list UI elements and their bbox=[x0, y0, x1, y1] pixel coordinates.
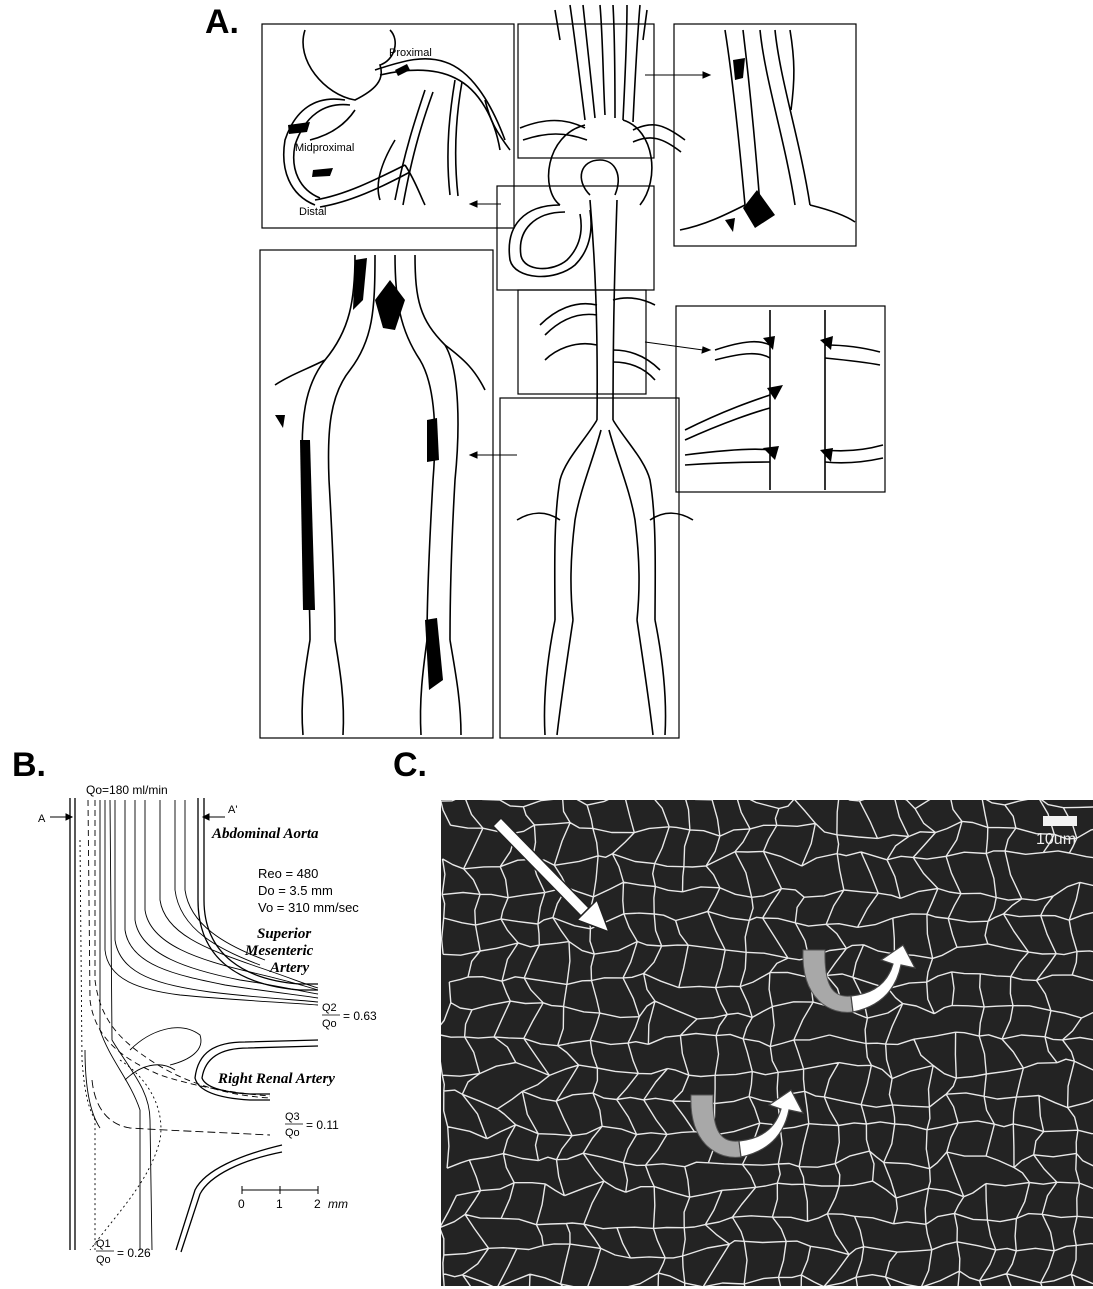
section-label-a-prime: A' bbox=[228, 804, 237, 816]
section-arrows bbox=[50, 814, 225, 820]
scale-bar bbox=[242, 1186, 318, 1194]
heart-label-proximal: Proximal bbox=[389, 47, 432, 59]
ratio-q2-value: = 0.63 bbox=[343, 1009, 377, 1023]
scale-unit: mm bbox=[328, 1197, 348, 1211]
aorta-tree bbox=[509, 5, 693, 735]
renal-arrow bbox=[645, 342, 710, 353]
ratio-q1-numerator: Q1 bbox=[96, 1238, 111, 1250]
carotid-detail bbox=[680, 30, 855, 230]
ratio-q1-value: = 0.26 bbox=[117, 1246, 151, 1260]
scale-tick-1: 1 bbox=[276, 1197, 283, 1211]
ratio-q2-denominator: Qo bbox=[322, 1018, 337, 1030]
ratio-q3-value: = 0.11 bbox=[306, 1118, 339, 1132]
scale-tick-0: 0 bbox=[238, 1197, 245, 1211]
coronary-arrow bbox=[470, 201, 501, 207]
arch-box bbox=[518, 24, 654, 158]
heart-label-midproximal: Midproximal bbox=[295, 142, 354, 154]
ratio-q1-denominator: Qo bbox=[96, 1254, 111, 1266]
visceral-box bbox=[518, 290, 646, 394]
upper-recirculation-arrow bbox=[803, 945, 915, 1012]
carotid-arrow bbox=[645, 72, 710, 78]
ratio-q3-denominator: Qo bbox=[285, 1127, 300, 1139]
renal-artery-label: Right Renal Artery bbox=[217, 1071, 335, 1087]
endothelium-micrograph: 10um bbox=[441, 800, 1093, 1286]
root-box bbox=[497, 186, 654, 290]
diameter-label: Do = 3.5 mm bbox=[258, 883, 333, 898]
scale-tick-2: 2 bbox=[314, 1197, 321, 1211]
renal-plaques bbox=[763, 336, 833, 462]
flow-rate-label: Qo=180 ml/min bbox=[86, 783, 168, 797]
iliac-box bbox=[500, 398, 679, 738]
sma-label-line1: Superior bbox=[257, 926, 311, 942]
ratio-q3-numerator: Q3 bbox=[285, 1111, 300, 1123]
panel-b-label: B. bbox=[12, 748, 46, 782]
femoral-plaques bbox=[275, 258, 443, 690]
panel-c-label: C. bbox=[393, 748, 427, 782]
velocity-label: Vo = 310 mm/sec bbox=[258, 900, 359, 915]
heart-label-distal: Distal bbox=[299, 206, 327, 218]
renal-detail bbox=[685, 310, 883, 490]
micrograph-scale-bar bbox=[1043, 816, 1077, 826]
panel-a-label: A. bbox=[205, 5, 239, 39]
femoral-box bbox=[260, 250, 493, 738]
micrograph-scale-label: 10um bbox=[1036, 831, 1076, 849]
panel-b-diagram: A A' Qo=180 ml/min Abdominal Aorta Reo =… bbox=[0, 780, 410, 1285]
flow-direction-arrow bbox=[493, 818, 609, 932]
panel-a-diagram: Proximal Midproximal Distal bbox=[255, 0, 895, 745]
abdominal-aorta-label: Abdominal Aorta bbox=[211, 826, 319, 842]
sma-label-line2: Mesenteric bbox=[244, 943, 314, 959]
lower-recirculation-arrow bbox=[691, 1090, 803, 1157]
ratio-q2-numerator: Q2 bbox=[322, 1002, 337, 1014]
coronary-plaques bbox=[288, 64, 410, 177]
flow-arrows bbox=[441, 800, 1093, 1286]
section-label-a: A bbox=[38, 813, 46, 825]
sma-label-line3: Artery bbox=[269, 960, 310, 976]
reynolds-label: Reo = 480 bbox=[258, 866, 318, 881]
